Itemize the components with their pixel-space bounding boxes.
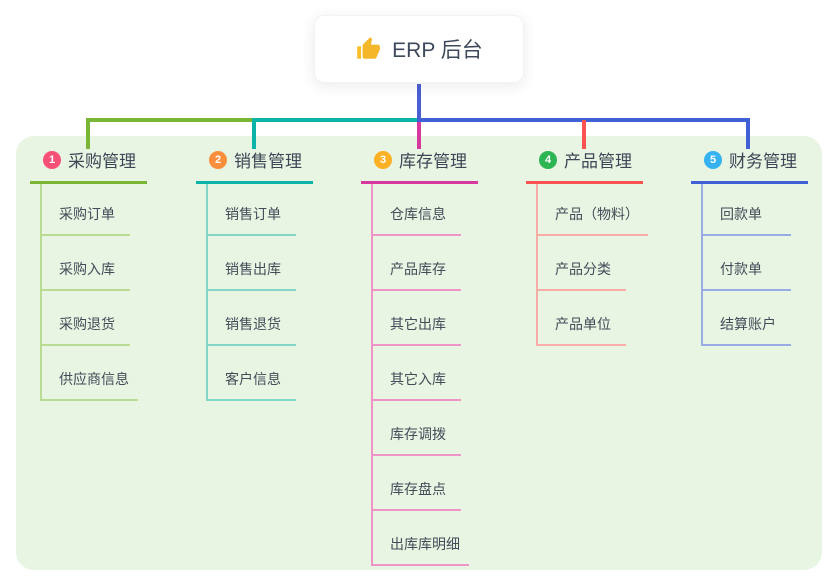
- branch-finance: 5 财务管理 回款单 付款单 结算账户: [691, 144, 808, 346]
- branch-number-badge: 3: [374, 150, 392, 169]
- child-node: 回款单: [703, 184, 791, 236]
- child-node: 采购入库: [42, 236, 130, 291]
- branch-product-header: 4 产品管理: [526, 144, 643, 184]
- child-node: 其它出库: [373, 291, 461, 346]
- branch-purchase-header: 1 采购管理: [30, 144, 147, 184]
- child-node: 销售订单: [208, 184, 296, 236]
- branch-product: 4 产品管理 产品（物料） 产品分类 产品单位: [526, 144, 648, 346]
- branch-purchase: 1 采购管理 采购订单 采购入库 采购退货 供应商信息: [30, 144, 147, 401]
- branch-product-children: 产品（物料） 产品分类 产品单位: [536, 184, 648, 346]
- child-node: 付款单: [703, 236, 791, 291]
- branch-title: 销售管理: [234, 152, 302, 171]
- child-node: 销售出库: [208, 236, 296, 291]
- child-node: 库存盘点: [373, 456, 461, 511]
- child-node: 产品（物料）: [538, 184, 648, 236]
- branch-number-badge: 4: [539, 150, 557, 169]
- child-node: 采购退货: [42, 291, 130, 346]
- branch-title: 财务管理: [729, 152, 797, 171]
- child-node: 采购订单: [42, 184, 130, 236]
- branch-finance-header: 5 财务管理: [691, 144, 808, 184]
- branch-title: 采购管理: [68, 152, 136, 171]
- branch-inventory-children: 仓库信息 产品库存 其它出库 其它入库 库存调拨 库存盘点 出库库明细: [371, 184, 469, 566]
- root-node: ERP 后台: [314, 15, 524, 83]
- branch-sales-header: 2 销售管理: [196, 144, 313, 184]
- branch-inventory: 3 库存管理 仓库信息 产品库存 其它出库 其它入库 库存调拨 库存盘点 出库库…: [361, 144, 478, 566]
- branch-finance-children: 回款单 付款单 结算账户: [701, 184, 791, 346]
- branch-title: 库存管理: [399, 152, 467, 171]
- child-node: 销售退货: [208, 291, 296, 346]
- child-node: 产品库存: [373, 236, 461, 291]
- branch-title: 产品管理: [564, 152, 632, 171]
- child-node: 库存调拨: [373, 401, 461, 456]
- child-node: 结算账户: [703, 291, 791, 346]
- child-node: 出库库明细: [373, 511, 469, 566]
- branch-number-badge: 1: [43, 150, 61, 169]
- root-title: ERP 后台: [392, 39, 483, 62]
- branches-panel: [16, 136, 822, 570]
- branch-sales: 2 销售管理 销售订单 销售出库 销售退货 客户信息: [196, 144, 313, 401]
- child-node: 客户信息: [208, 346, 296, 401]
- thumbs-up-icon: [357, 37, 381, 59]
- branch-number-badge: 2: [209, 150, 227, 169]
- branch-sales-children: 销售订单 销售出库 销售退货 客户信息: [206, 184, 296, 401]
- child-node: 供应商信息: [42, 346, 138, 401]
- child-node: 其它入库: [373, 346, 461, 401]
- child-node: 产品分类: [538, 236, 626, 291]
- branch-purchase-children: 采购订单 采购入库 采购退货 供应商信息: [40, 184, 138, 401]
- child-node: 仓库信息: [373, 184, 461, 236]
- branch-number-badge: 5: [704, 150, 722, 169]
- child-node: 产品单位: [538, 291, 626, 346]
- branch-inventory-header: 3 库存管理: [361, 144, 478, 184]
